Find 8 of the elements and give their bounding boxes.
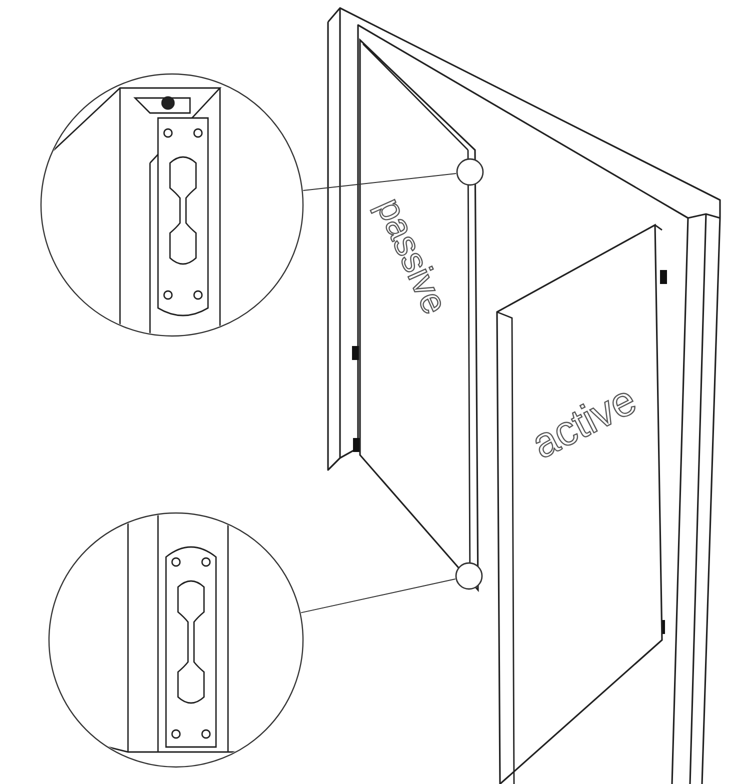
detail-marker-circle [456,158,484,186]
leader-line [300,578,456,614]
magnified-top-bolt-view [40,73,304,337]
detail-marker-circle [455,562,483,590]
leader-line [302,173,457,191]
magnified-bottom-bolt-view [48,512,304,768]
door-leaf [494,222,666,784]
leaf-label: active [526,378,642,466]
